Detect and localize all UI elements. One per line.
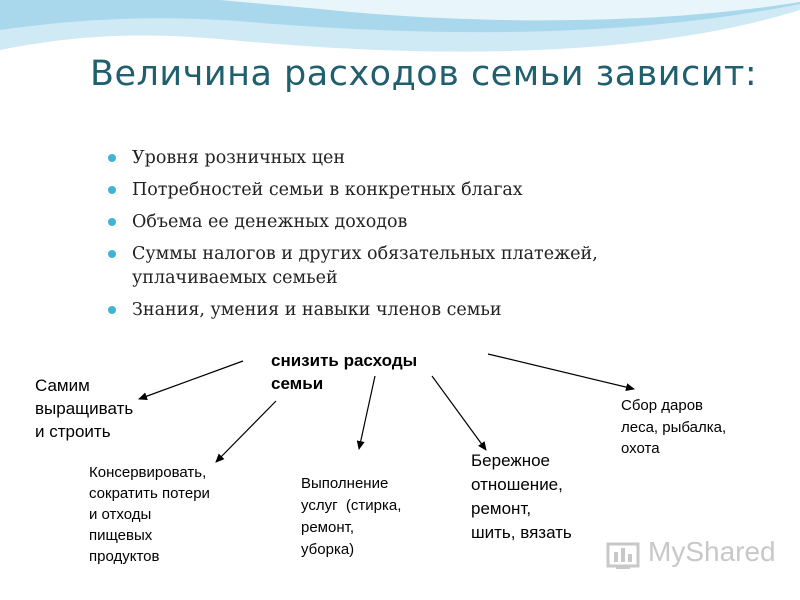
bullet-dot-icon <box>108 186 116 194</box>
branch-services: Выполнение услуг (стирка, ремонт, уборка… <box>301 473 401 561</box>
bullet-dot-icon <box>108 306 116 314</box>
bullet-dot-icon <box>108 154 116 162</box>
branch-line: леса, рыбалка, <box>621 418 727 436</box>
branch-line: ремонт, <box>301 519 354 536</box>
branch-preserve: Консервировать, сократить потери и отход… <box>89 462 210 567</box>
branch-line: Выполнение <box>301 475 389 492</box>
header-wave-decoration <box>0 0 800 52</box>
branch-line: ремонт, <box>471 499 532 518</box>
bullet-dot-icon <box>108 218 116 226</box>
branch-careful: Бережное отношение, ремонт, шить, вязать <box>471 449 572 545</box>
branch-line: отношение, <box>471 475 563 494</box>
arrow-to-careful <box>431 375 487 451</box>
center-node-line: снизить расходы <box>271 351 418 370</box>
factors-list: Уровня розничных цен Потребностей семьи … <box>106 146 726 330</box>
list-item: Суммы налогов и других обязательных плат… <box>106 242 702 290</box>
list-item-text: Потребностей семьи в конкретных благах <box>132 180 523 200</box>
branch-line: услуг (стирка, <box>301 497 402 514</box>
list-item-text: Уровня розничных цен <box>132 148 345 168</box>
branch-line: шить, вязать <box>471 523 572 542</box>
list-item-text: Знания, умения и навыки членов семьи <box>132 300 502 320</box>
list-item: Объема ее денежных доходов <box>106 210 726 234</box>
arrow-to-grow <box>138 360 244 401</box>
branch-line: Бережное <box>471 451 550 470</box>
branch-line: сократить потери <box>89 485 210 502</box>
branch-line: и отходы <box>89 506 152 523</box>
branch-line: выращивать <box>35 399 134 418</box>
branch-line: охота <box>621 440 660 457</box>
arrow-to-forest <box>487 353 635 392</box>
branch-line: Сбор даров <box>621 397 704 414</box>
slide-title: Величина расходов семьи зависит: <box>90 54 758 94</box>
list-item-text: Суммы налогов и других обязательных плат… <box>132 244 598 288</box>
branch-line: продуктов <box>89 548 160 565</box>
list-item: Потребностей семьи в конкретных благах <box>106 178 726 202</box>
myshared-logo-icon <box>606 542 640 569</box>
bullet-dot-icon <box>108 250 116 258</box>
center-node: снизить расходы семьи <box>271 349 417 395</box>
branch-line: пищевых <box>89 527 153 544</box>
list-item-text: Объема ее денежных доходов <box>132 212 408 232</box>
branch-line: Консервировать, <box>89 464 207 481</box>
list-item: Уровня розничных цен <box>106 146 726 170</box>
branch-line: Самим <box>35 376 90 395</box>
branch-forest: Сбор даров леса, рыбалка, охота <box>621 395 726 460</box>
arrow-to-preserve <box>215 400 277 463</box>
branch-line: и строить <box>35 422 111 441</box>
center-node-line: семьи <box>271 374 324 393</box>
branch-line: уборка) <box>301 541 355 558</box>
list-item: Знания, умения и навыки членов семьи <box>106 298 726 322</box>
branch-grow: Самим выращивать и строить <box>35 374 133 443</box>
watermark-text: MyShared <box>648 536 776 567</box>
